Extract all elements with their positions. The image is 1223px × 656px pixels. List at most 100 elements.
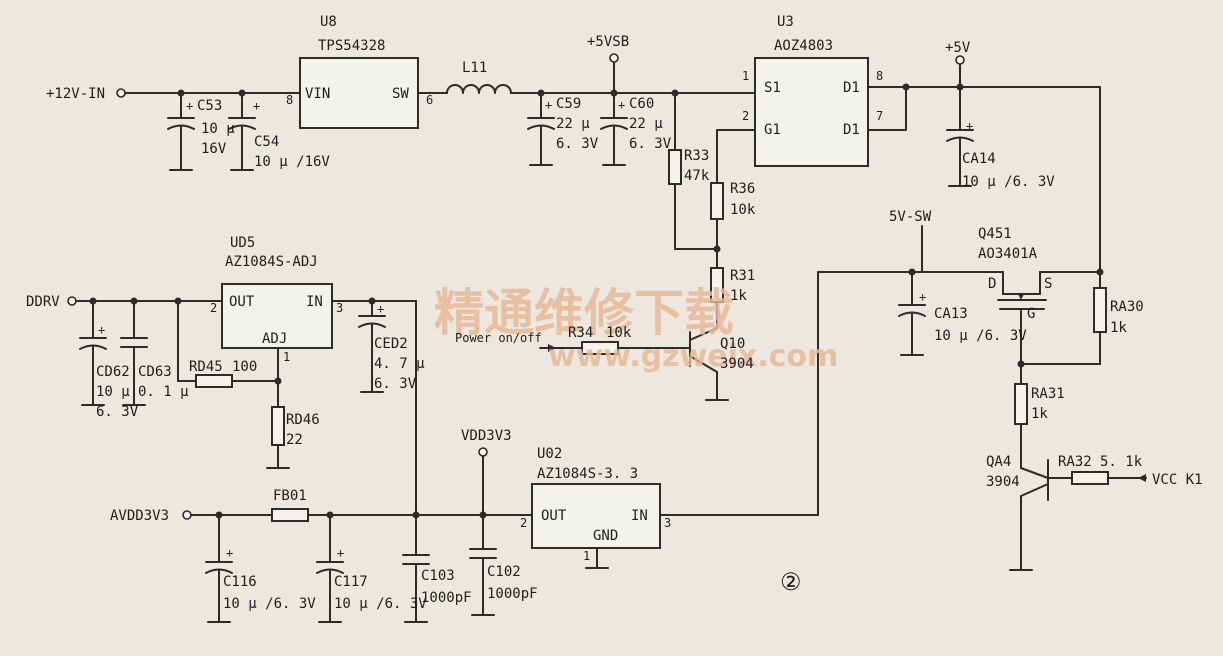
u3-pin-s1: S1 <box>764 80 781 96</box>
c60-value: 22 μ <box>629 116 663 132</box>
u02-pin-out: OUT <box>541 508 567 524</box>
c54-plus: + <box>253 99 260 113</box>
q451-part: AO3401A <box>978 246 1038 262</box>
u3-pin-d1b: D1 <box>843 122 860 138</box>
u3-ref: U3 <box>777 14 794 30</box>
ra30-ref: RA30 <box>1110 299 1144 315</box>
ddrv-label: DDRV <box>26 294 60 310</box>
r36-ref: R36 <box>730 181 755 197</box>
q10-ref: Q10 <box>720 336 745 352</box>
u3-pin-d1a: D1 <box>843 80 860 96</box>
c117-value: 10 μ /6. 3V <box>334 596 427 612</box>
qa4-ref: QA4 <box>986 454 1011 470</box>
c53-value: 10 μ <box>201 121 235 137</box>
c59-rating: 6. 3V <box>556 136 599 152</box>
u8-part: TPS54328 <box>318 38 385 54</box>
ra32-ref: RA32 <box>1058 454 1092 470</box>
qa4-part: 3904 <box>986 474 1020 490</box>
ced2-ref: CED2 <box>374 336 408 352</box>
input-12v-label: +12V-IN <box>46 86 105 102</box>
r31-ref: R31 <box>730 268 755 284</box>
watermark-chinese: 精通维修下载 <box>434 284 734 342</box>
avdd3v3-label: AVDD3V3 <box>110 508 169 524</box>
c103-ref: C103 <box>421 568 455 584</box>
ca14-plus: + <box>966 119 973 133</box>
u02-wiring <box>182 447 819 623</box>
cd63-ref: CD63 <box>138 364 172 380</box>
u3-pin8: 8 <box>876 69 883 83</box>
u3-pin7: 7 <box>876 109 883 123</box>
cd62-value: 10 μ <box>96 384 130 400</box>
ra30-value: 1k <box>1110 320 1127 336</box>
r34-ref: R34 <box>568 325 593 341</box>
vsb-label: +5VSB <box>587 34 629 50</box>
watermark-url: www.gzweix.com <box>548 339 838 374</box>
c103-value: 1000pF <box>421 590 472 606</box>
component-labels: +12V-IN U8 TPS54328 VIN SW 8 6 + C53 10 … <box>26 14 1203 612</box>
u8-pin8: 8 <box>286 93 293 107</box>
r34-value: 10k <box>606 325 632 341</box>
ud5-pin-out: OUT <box>229 294 255 310</box>
ud5-ref: UD5 <box>230 235 255 251</box>
c53-ref: C53 <box>197 98 222 114</box>
r31-value: 1k <box>730 288 747 304</box>
l11-ref: L11 <box>462 60 487 76</box>
q451-pin-s: S <box>1044 276 1052 292</box>
c116-plus: + <box>226 546 233 560</box>
vcck1-label: VCC K1 <box>1152 472 1203 488</box>
u8-pin-vin: VIN <box>305 86 330 102</box>
ca14-value: 10 μ /6. 3V <box>962 174 1055 190</box>
rd46-value: 22 <box>286 432 303 448</box>
power-on-off-wiring <box>539 327 729 401</box>
ud5-pin-adj: ADJ <box>262 331 287 347</box>
top-rail-wiring <box>116 53 1101 329</box>
sw5v-label: 5V-SW <box>889 209 932 225</box>
c53-rating: 16V <box>201 141 227 157</box>
r33-ref: R33 <box>684 148 709 164</box>
c60-rating: 6. 3V <box>629 136 672 152</box>
fb01-ref: FB01 <box>273 488 307 504</box>
ud5-pin2: 2 <box>210 301 217 315</box>
cd62-ref: CD62 <box>96 364 130 380</box>
c102-value: 1000pF <box>487 586 538 602</box>
ud5-chip <box>221 283 333 349</box>
ud5-part: AZ1084S-ADJ <box>225 254 318 270</box>
junction-dots <box>89 83 1104 519</box>
ca14-ref: CA14 <box>962 151 996 167</box>
vdd3v3-label: VDD3V3 <box>461 428 512 444</box>
ca13-value: 10 μ /6. 3V <box>934 328 1027 344</box>
rd45-ref: RD45 <box>189 359 223 375</box>
c116-ref: C116 <box>223 574 257 590</box>
right-switch-wiring <box>817 86 1147 571</box>
r33-value: 47k <box>684 168 710 184</box>
u3-pin2: 2 <box>742 109 749 123</box>
u02-pin-gnd: GND <box>593 528 618 544</box>
c117-plus: + <box>337 546 344 560</box>
ced2-plus: + <box>377 302 384 316</box>
ra31-value: 1k <box>1031 406 1048 422</box>
q451-ref: Q451 <box>978 226 1012 242</box>
u02-part: AZ1084S-3. 3 <box>537 466 638 482</box>
c116-value: 10 μ /6. 3V <box>223 596 316 612</box>
u8-ref: U8 <box>320 14 337 30</box>
r36-value: 10k <box>730 202 756 218</box>
u8-pin-sw: SW <box>392 86 409 102</box>
c60-plus: + <box>618 98 625 112</box>
cd62-plus: + <box>98 323 105 337</box>
ced2-rating: 6. 3V <box>374 376 417 392</box>
c117-ref: C117 <box>334 574 368 590</box>
c54-value: 10 μ /16V <box>254 154 330 170</box>
ud5-pin1: 1 <box>283 350 290 364</box>
u8-pin6: 6 <box>426 93 433 107</box>
q451-pin-g: G <box>1027 306 1035 322</box>
u8-chip <box>299 57 419 129</box>
figure-number: ② <box>780 568 802 596</box>
rd45-value: 100 <box>232 359 257 375</box>
u02-pin1: 1 <box>583 549 590 563</box>
c59-plus: + <box>545 98 552 112</box>
u02-pin3: 3 <box>664 516 671 530</box>
ra32-value: 5. 1k <box>1100 454 1143 470</box>
ud5-pin3: 3 <box>336 301 343 315</box>
q451-pin-d: D <box>988 276 996 292</box>
u3-pin-g1: G1 <box>764 122 781 138</box>
